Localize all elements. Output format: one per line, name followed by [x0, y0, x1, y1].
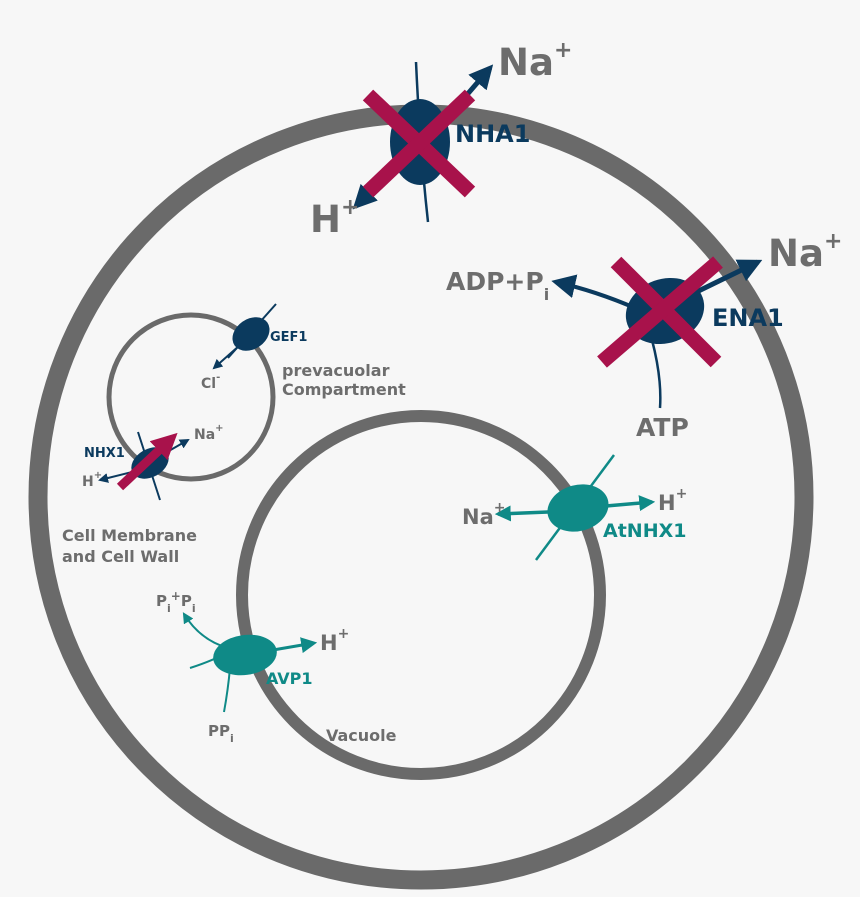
gef1-cl-label: Cl- — [201, 372, 220, 392]
nha1-block-cross — [362, 89, 476, 198]
nhx1-block-arrow — [116, 432, 178, 491]
nha1-cross-stroke-b — [362, 89, 476, 198]
nhx1-na-label: Na+ — [194, 423, 224, 443]
avp1-h-arrow — [272, 637, 318, 654]
ena1-label: ENA1 — [712, 304, 784, 332]
gef1-cl-arrow — [212, 344, 241, 370]
ena1-block-cross — [597, 256, 723, 368]
nhx1-transporter — [98, 431, 190, 501]
ena1-adp-label: ADP+Pi — [446, 267, 549, 304]
atnhx1-label: AtNHX1 — [603, 520, 686, 542]
avp1-protein — [213, 634, 277, 676]
prevac-label-line1: prevacuolar — [282, 361, 390, 380]
gef1-label: GEF1 — [270, 330, 307, 345]
vacuole-membrane-ring — [236, 410, 606, 780]
atnhx1-protein — [547, 484, 609, 532]
ena1-na-out-arrow — [678, 259, 763, 303]
prevac-label-line2: Compartment — [282, 380, 406, 399]
atnhx1-transporter — [494, 454, 656, 561]
gef1-transporter — [212, 303, 277, 370]
nha1-na-label: Na+ — [498, 38, 572, 84]
avp1-pi-arrow — [182, 612, 229, 649]
atnhx1-h-arrow — [605, 495, 656, 512]
ena1-na-label: Na+ — [768, 229, 842, 275]
vacuole-label: Vacuole — [326, 726, 397, 745]
nha1-label: NHA1 — [455, 120, 530, 148]
nha1-transporter — [352, 61, 494, 223]
nhx1-h-label: H+ — [82, 470, 102, 490]
avp1-label: AVP1 — [266, 669, 313, 688]
cellmem-label-line1: Cell Membrane — [62, 526, 197, 545]
ena1-atp-line — [650, 339, 662, 409]
cell-membrane-ring — [28, 104, 814, 890]
avp1-transporter — [182, 612, 318, 713]
atnhx1-na-arrow — [494, 505, 549, 522]
avp1-pi-label: Pi+Pi — [156, 589, 196, 615]
ena1-atp-label: ATP — [636, 413, 689, 442]
avp1-h-label: H+ — [320, 626, 349, 655]
cellmem-label-line2: and Cell Wall — [62, 547, 179, 566]
atnhx1-h-label: H+ — [658, 486, 687, 515]
nha1-h-label: H+ — [310, 195, 359, 241]
atnhx1-na-label: Na+ — [462, 500, 505, 529]
avp1-pp-line — [223, 667, 231, 713]
ena1-cross-stroke-b — [597, 256, 723, 368]
ena1-transporter — [551, 256, 763, 409]
avp1-pp-label: PPi — [208, 722, 234, 745]
nhx1-label: NHX1 — [84, 446, 125, 461]
gef1-protein — [232, 317, 270, 351]
prevacuolar-membrane-ring — [106, 312, 276, 482]
